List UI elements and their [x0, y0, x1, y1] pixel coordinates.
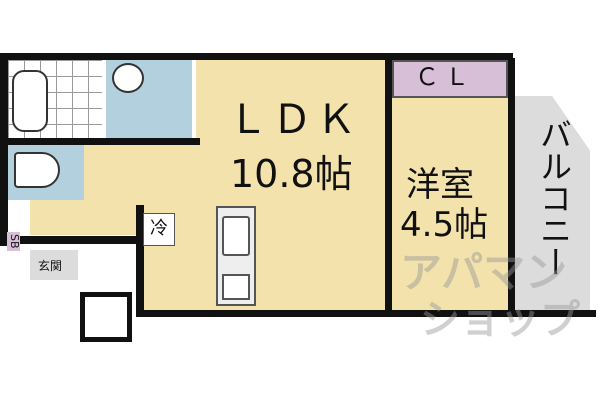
- ldk-label: ＬＤＫ: [228, 97, 360, 143]
- watermark-line1: アパマン: [400, 248, 568, 297]
- shoe-box-label: SB: [7, 232, 21, 251]
- left-wall: [0, 53, 8, 246]
- entrance-wall: [0, 236, 140, 244]
- storage-wall: [80, 292, 132, 342]
- kitchen-sink: [222, 216, 250, 256]
- closet-wall: [508, 58, 515, 314]
- balcony-label: バルコニー: [535, 118, 573, 278]
- closet-box: [392, 60, 508, 98]
- top-wall: [0, 53, 388, 60]
- top-wall-right: [385, 53, 513, 60]
- partition-wall: [385, 58, 392, 314]
- western-room-label: 洋室: [406, 165, 474, 205]
- bath-wall: [0, 138, 200, 145]
- bathtub: [12, 70, 48, 132]
- balcony-area: [514, 96, 590, 314]
- watermark-line2: ショップ: [420, 297, 580, 343]
- closet-label: ＣＬ: [415, 63, 475, 91]
- ldk-size: 10.8帖: [230, 152, 353, 196]
- entrance-label: 玄関: [38, 259, 63, 273]
- sink: [112, 63, 144, 93]
- stove-icon: [222, 274, 250, 300]
- western-room-floor: [392, 98, 510, 314]
- kitchen-wall: [136, 205, 144, 315]
- entrance-floor: [30, 250, 78, 280]
- fridge-label: 冷: [143, 213, 175, 246]
- toilet-bowl: [14, 152, 60, 188]
- bottom-wall: [136, 310, 596, 317]
- western-room-size: 4.5帖: [400, 205, 489, 245]
